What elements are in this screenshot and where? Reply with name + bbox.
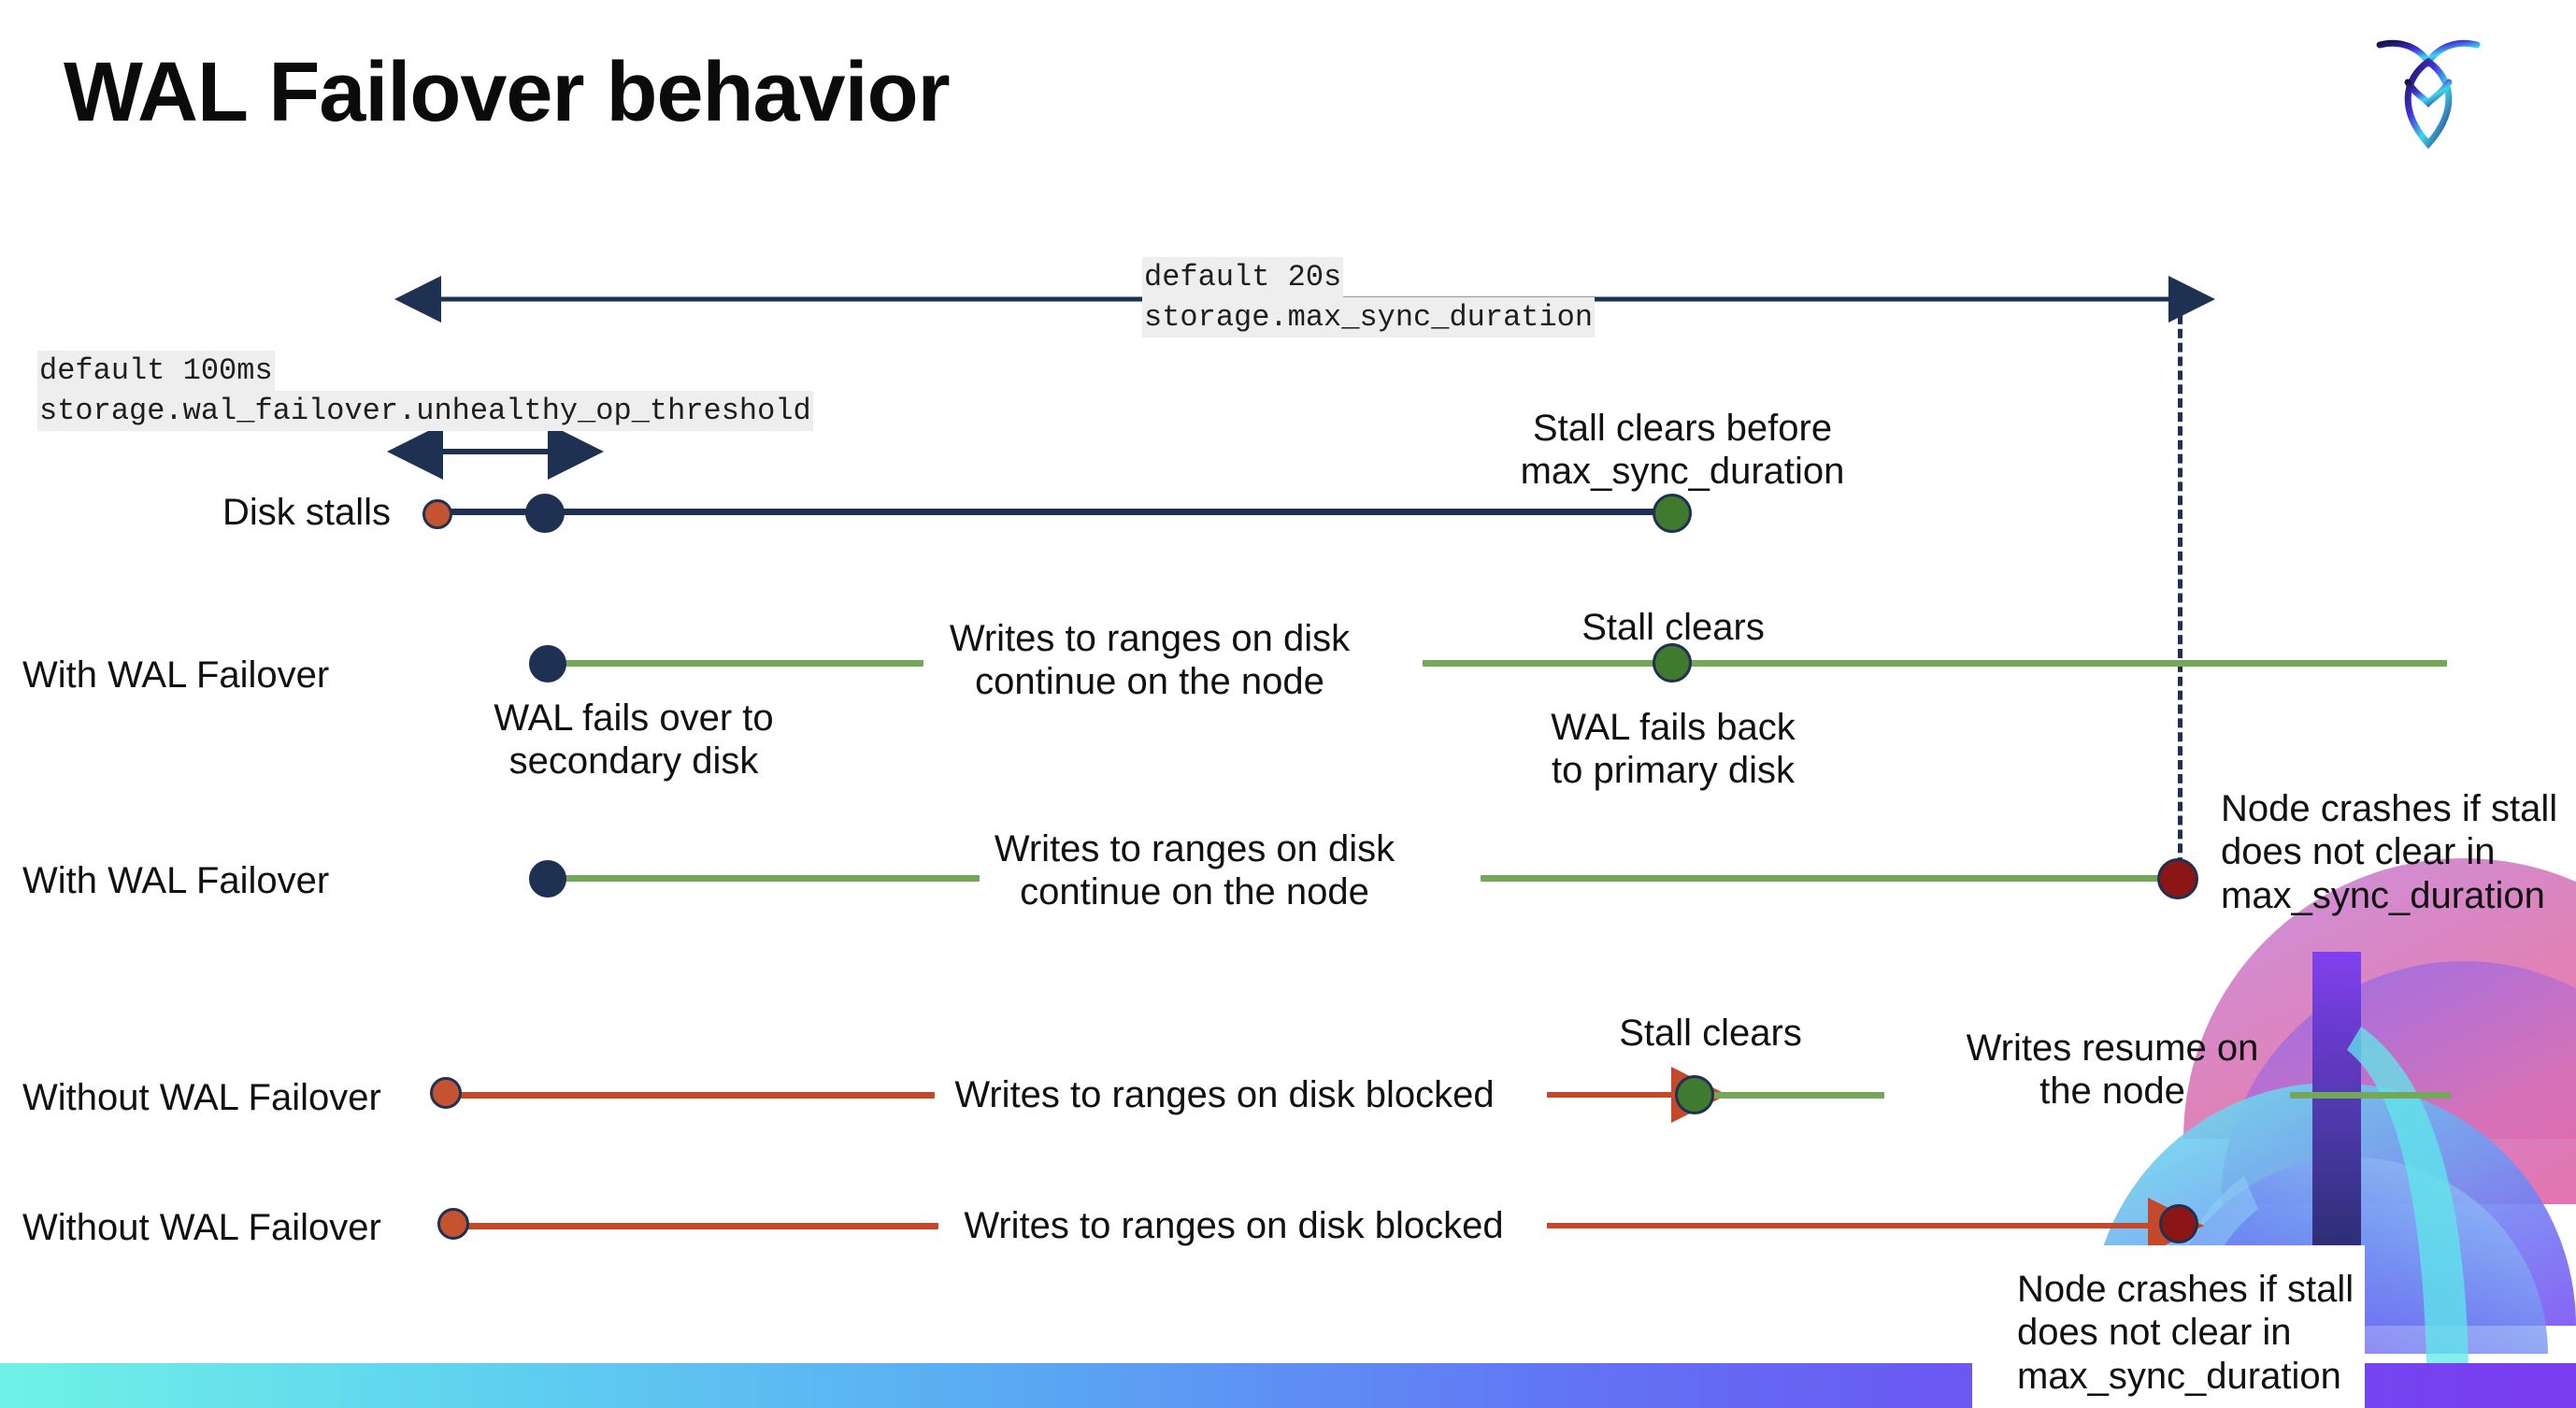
with-failover-2-track-right (1481, 875, 2183, 882)
without-failover-1-start-dot (430, 1077, 462, 1109)
without-failover-1-track-left (460, 1092, 935, 1099)
max-sync-default-label: default 20s (1142, 257, 1344, 298)
unhealthy-op-threshold-chip: default 100ms storage.wal_failover.unhea… (37, 351, 813, 432)
disk-stall-start-dot (422, 499, 452, 529)
disk-stall-failover-dot (525, 494, 565, 533)
disk-stalls-track (436, 509, 1679, 515)
with-failover-1-clear-dot (1653, 643, 1692, 682)
max-sync-dropline (2178, 301, 2182, 881)
without-failover-2-crash-dot (2159, 1204, 2198, 1243)
note-writes-blocked-row5: Writes to ranges on disk blocked (964, 1205, 1504, 1246)
unhealthy-op-setting-name: storage.wal_failover.unhealthy_op_thresh… (37, 391, 813, 432)
note-writes-blocked-row4: Writes to ranges on disk blocked (954, 1074, 1495, 1115)
disk-stall-clear-dot (1653, 494, 1692, 533)
note-writes-resume-node: Writes resume on the node (1966, 1027, 2259, 1113)
max-sync-setting-name: storage.max_sync_duration (1142, 297, 1596, 338)
note-stall-clears-row2: Stall clears (1581, 607, 1765, 648)
note-writes-continue-row3: Writes to ranges on disk continue on the… (994, 828, 1395, 913)
with-failover-2-start-dot (529, 860, 566, 898)
max-sync-duration-chip: default 20s storage.max_sync_duration (1142, 257, 1596, 338)
without-failover-2-start-dot (437, 1208, 469, 1240)
note-stall-clears-row4: Stall clears (1619, 1013, 1802, 1054)
unhealthy-op-default-label: default 100ms (37, 351, 275, 392)
row-label-with-wal-failover-2: With WAL Failover (22, 860, 330, 901)
note-wal-fails-back-primary: WAL fails back to primary disk (1551, 707, 1796, 792)
note-node-crashes-row3: Node crashes if stall does not clear in … (2221, 788, 2558, 916)
without-failover-1-track-right (2290, 1092, 2451, 1099)
note-writes-continue-row2: Writes to ranges on disk continue on the… (949, 618, 1351, 703)
with-failover-1-start-dot (529, 645, 566, 682)
with-failover-2-crash-dot (2157, 858, 2198, 899)
with-failover-1-track-right (1423, 660, 2447, 667)
row-label-with-wal-failover-1: With WAL Failover (22, 654, 330, 696)
with-failover-2-track-left (542, 875, 980, 882)
row-label-disk-stalls: Disk stalls (222, 492, 392, 533)
note-wal-fails-over-secondary: WAL fails over to secondary disk (494, 697, 774, 783)
cockroachdb-logo-icon (2376, 39, 2481, 150)
without-failover-1-track-mid (1682, 1092, 1884, 1099)
note-stall-clears-before-max-sync: Stall clears before max_sync_duration (1520, 408, 1845, 493)
note-node-crashes-row5: Node crashes if stall does not clear in … (2017, 1269, 2354, 1397)
row-label-without-wal-failover-2: Without WAL Failover (22, 1207, 381, 1248)
without-failover-1-clear-dot (1675, 1075, 1714, 1114)
row-label-without-wal-failover-1: Without WAL Failover (22, 1077, 381, 1118)
node-crash-callout-card: Node crashes if stall does not clear in … (1972, 1245, 2365, 1408)
without-failover-2-track-left (460, 1223, 938, 1229)
page-title: WAL Failover behavior (64, 46, 951, 139)
with-failover-1-track-left (542, 660, 923, 667)
